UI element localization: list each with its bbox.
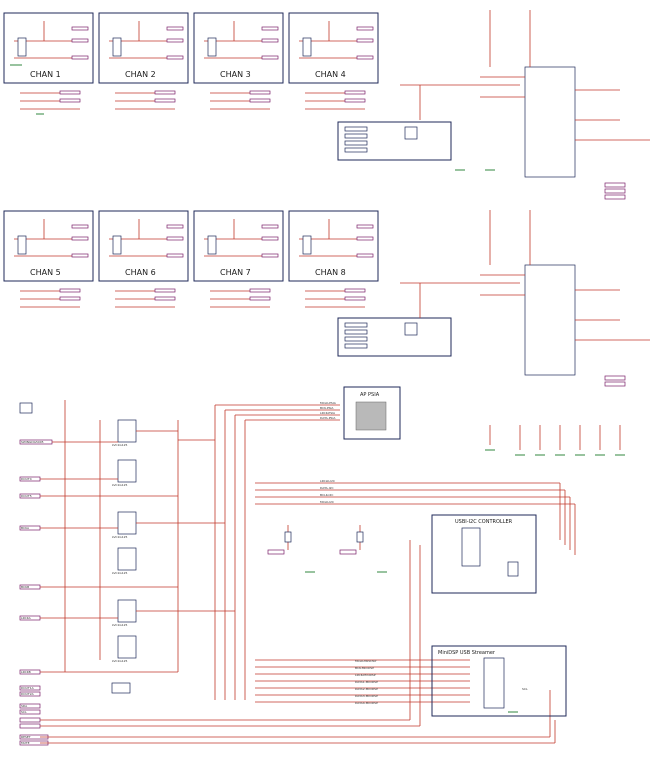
minidsp-connector	[483, 657, 505, 709]
svg-text:BCK-PSIA: BCK-PSIA	[320, 406, 334, 410]
svg-text:LRCKA: LRCKA	[21, 616, 32, 620]
svg-text:DOUT2A: DOUT2A	[21, 692, 35, 696]
chan-2-label: CHAN 2	[125, 70, 156, 79]
svg-text:SCL: SCL	[21, 710, 27, 714]
svg-text:RESET: RESET	[21, 735, 31, 739]
resistor-rows-1	[20, 90, 366, 115]
chan-3-label: CHAN 3	[220, 70, 251, 79]
resistor-rows-2	[20, 288, 366, 308]
chan-7-box	[193, 210, 284, 282]
svg-text:MCLK-I2C: MCLK-I2C	[320, 500, 334, 504]
chan-4-box	[288, 12, 379, 84]
left-net-text: SWINGDG5005 DOUT4 DOUT5 BCKA BCKB LRCKA …	[21, 440, 44, 745]
svg-text:DATA3-MiniDSP: DATA3-MiniDSP	[355, 694, 378, 698]
chan-8-box	[288, 210, 379, 282]
svg-text:BCKB: BCKB	[21, 585, 29, 589]
svg-text:BCKA: BCKA	[21, 526, 30, 530]
minidsp-signal-labels: MCLK-MiniDSP BCK-MiniDSP LRCK-MiniDSP DA…	[355, 659, 528, 705]
header-j1	[19, 402, 33, 414]
chan-1-label: CHAN 1	[30, 70, 61, 79]
svg-text:MCLK-PSIA: MCLK-PSIA	[320, 401, 337, 405]
svg-text:LVC1G125: LVC1G125	[112, 623, 128, 627]
ap-psia-signal-labels: MCLK-PSIA BCK-PSIA LRCK-PSIA DATA-PSIA L…	[320, 401, 337, 504]
svg-text:LRCLK-I2C: LRCLK-I2C	[320, 479, 335, 483]
minidsp-title: MiniDSP USB Streamer	[438, 650, 496, 656]
svg-text:LVC1G125: LVC1G125	[112, 535, 128, 539]
svg-text:DATA4-MiniDSP: DATA4-MiniDSP	[355, 701, 378, 705]
svg-text:BCK-MiniDSP: BCK-MiniDSP	[355, 666, 374, 670]
svg-text:BCLK-I2C: BCLK-I2C	[320, 493, 333, 497]
svg-text:DOUT4: DOUT4	[21, 477, 32, 481]
chan-7-label: CHAN 7	[220, 268, 251, 277]
svg-text:SDA: SDA	[21, 704, 28, 708]
buffer-chips: LVC1G125 LVC1G125 LVC1G125 LVC1G125 LVC1…	[112, 419, 137, 663]
adc-block-2	[337, 210, 650, 387]
decoupling-caps	[485, 425, 625, 456]
svg-text:LRCK-MiniDSP: LRCK-MiniDSP	[355, 673, 376, 677]
ap-psia-title: AP PSIA	[360, 392, 380, 398]
chan-6-label: CHAN 6	[125, 268, 156, 277]
svg-text:MUTE: MUTE	[21, 741, 30, 745]
adc-block-1	[337, 10, 650, 200]
svg-text:LRCKB: LRCKB	[21, 670, 31, 674]
lower-wires	[40, 400, 576, 744]
chan-1-box	[3, 12, 94, 84]
chan-5-label: CHAN 5	[30, 268, 61, 277]
pullup-resistors	[267, 525, 387, 573]
svg-text:LVC1G125: LVC1G125	[112, 659, 128, 663]
ap-psia-connector	[355, 401, 387, 431]
svg-text:LVC1G125: LVC1G125	[112, 483, 128, 487]
chan-3-box	[193, 12, 284, 84]
svg-text:LRCK-PSIA: LRCK-PSIA	[320, 411, 336, 415]
svg-text:DATA-PSIA: DATA-PSIA	[320, 416, 336, 420]
svg-text:DATA-I2C: DATA-I2C	[320, 486, 334, 490]
svg-text:LVC1G125: LVC1G125	[112, 443, 128, 447]
adc-chip-1	[524, 66, 576, 178]
svg-text:SCL: SCL	[522, 687, 528, 691]
svg-text:DATA2-MiniDSP: DATA2-MiniDSP	[355, 687, 378, 691]
svg-text:SWINGDG5005: SWINGDG5005	[21, 440, 44, 444]
left-net-labels	[19, 439, 53, 746]
usbi-i2c-connector	[461, 527, 481, 567]
svg-text:DOUT5: DOUT5	[21, 494, 32, 498]
chan-8-label: CHAN 8	[315, 268, 346, 277]
svg-text:MCLK-MiniDSP: MCLK-MiniDSP	[355, 659, 376, 663]
chan-6-box	[98, 210, 189, 282]
chan-5-box	[3, 210, 94, 282]
svg-text:LVC1G125: LVC1G125	[112, 571, 128, 575]
ap-psia-box	[343, 386, 401, 440]
chan-4-label: CHAN 4	[315, 70, 346, 79]
svg-text:DATA1-MiniDSP: DATA1-MiniDSP	[355, 680, 378, 684]
channel-internals-row-1	[10, 21, 374, 66]
channel-row-1: CHAN 1 CHAN 2 CHAN 3 CHAN 4	[3, 12, 379, 84]
usbi-i2c-box	[431, 514, 537, 594]
channel-row-2: CHAN 5 CHAN 6 CHAN 7 CHAN 8	[3, 210, 379, 282]
chan-2-box	[98, 12, 189, 84]
adc-chip-2	[524, 264, 576, 376]
channel-internals-row-2	[14, 219, 374, 258]
header-data-sel	[111, 682, 131, 694]
svg-text:DOUT1A: DOUT1A	[21, 686, 35, 690]
minidsp-box	[431, 645, 567, 717]
usbi-i2c-title: USBI-I2C CONTROLLER	[455, 519, 513, 525]
